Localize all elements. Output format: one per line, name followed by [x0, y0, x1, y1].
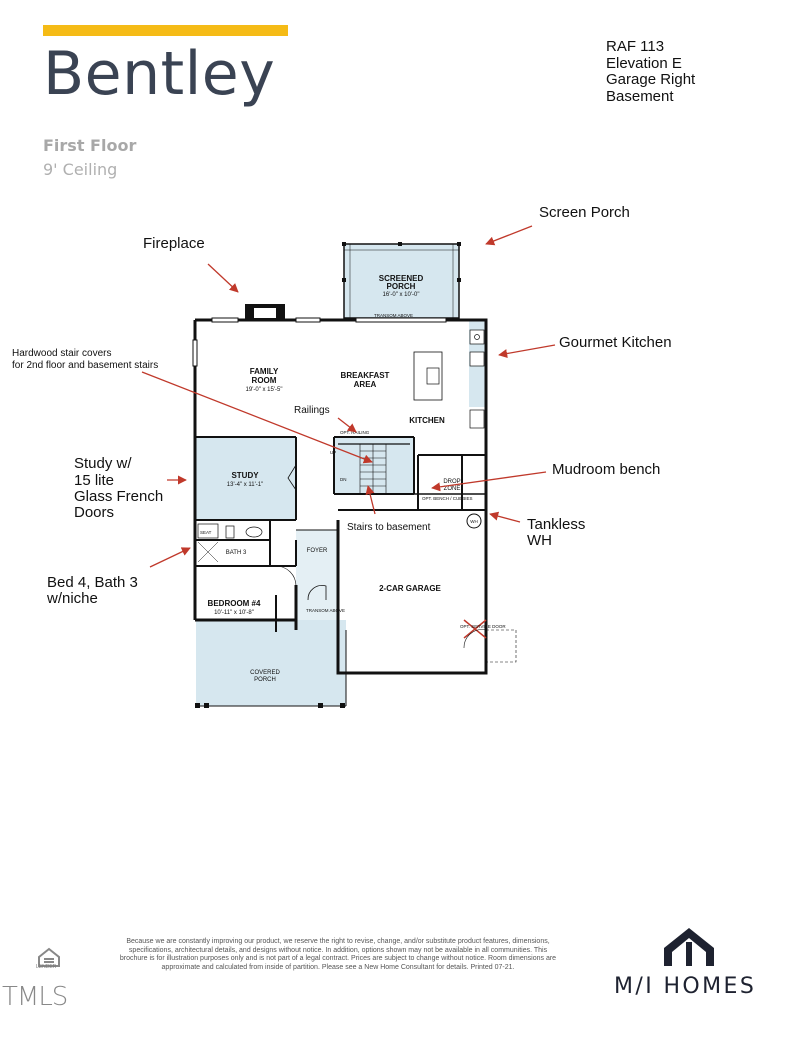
screened-porch-label: PORCH: [387, 282, 416, 291]
callout-tankless: WH: [527, 532, 552, 549]
study-area: [196, 438, 296, 520]
callout-study: Study w/: [74, 455, 132, 472]
bedroom4-dim: 10'-11" x 10'-8": [214, 610, 254, 616]
study-dim: 13'-4" x 11'-1": [227, 482, 263, 488]
callout-gourmet-kitchen: Gourmet Kitchen: [559, 334, 672, 351]
callout-arrows: [141, 225, 556, 568]
callout-study: 15 lite: [74, 472, 114, 489]
legal-disclaimer: Because we are constantly improving our …: [119, 938, 557, 971]
study-label: STUDY: [231, 471, 259, 480]
foyer-area: [296, 530, 338, 620]
family-room-label: ROOM: [252, 376, 277, 385]
family-room-label: FAMILY: [250, 367, 279, 376]
accent-bar: [43, 25, 288, 36]
callout-screen-porch: Screen Porch: [539, 204, 630, 221]
breakfast-area-label: AREA: [354, 380, 377, 389]
screened-porch-label: SCREENED: [379, 274, 424, 283]
breakfast-area-label: BREAKFAST: [341, 371, 390, 380]
seat-label: SEAT: [200, 530, 212, 535]
foyer-label: FOYER: [307, 548, 328, 554]
covered-porch-posts: [195, 630, 347, 708]
family-room-dim: 19'-0" x 15'-5": [246, 387, 283, 393]
model-info-line: Basement: [606, 87, 674, 105]
covered-porch-label: PORCH: [254, 677, 276, 683]
ceiling-label: 9' Ceiling: [43, 160, 118, 179]
callout-tankless: Tankless: [527, 516, 585, 533]
mi-homes-brand: M/I HOMES: [614, 974, 757, 999]
transom-label: TRANSOM ABOVE: [306, 608, 345, 613]
callout-bed4: w/niche: [46, 590, 98, 607]
plan-title: Bentley: [43, 39, 276, 109]
model-info-line: Elevation E: [606, 54, 682, 72]
callout-bed4: Bed 4, Bath 3: [47, 574, 138, 591]
callout-stairs-basement: Stairs to basement: [347, 522, 431, 533]
covered-porch-area: [196, 620, 346, 706]
model-info-line: RAF 113: [606, 38, 665, 55]
callout-stair-covers: Hardwood stair covers: [12, 348, 111, 359]
drop-zone-label: ZONE: [444, 486, 461, 492]
floor-label: First Floor: [43, 136, 137, 155]
mi-homes-logo-icon: [664, 928, 714, 966]
screened-porch-dim: 16'-0" x 10'-0": [383, 292, 420, 298]
callout-fireplace: Fireplace: [143, 235, 205, 252]
callout-railings: Railings: [294, 405, 330, 416]
stair-up-label: UP: [330, 450, 336, 455]
callout-study: Glass French: [74, 488, 163, 505]
garage-label: 2-CAR GARAGE: [379, 584, 441, 593]
model-info-line: Garage Right: [606, 71, 696, 88]
model-info: RAF 113 Elevation E Garage Right Basemen…: [606, 38, 696, 105]
stair-area: [334, 437, 414, 494]
opt-bench-label: OPT. BENCH / CUBBIES: [422, 496, 473, 501]
water-heater: [466, 513, 482, 529]
equal-housing-text: LENDER: [36, 964, 57, 970]
staircase: [338, 443, 410, 494]
service-door-label: OPT. SERVICE DOOR: [460, 624, 506, 629]
covered-porch-label: COVERED: [250, 670, 280, 676]
equal-housing-icon: [38, 947, 60, 967]
transom-label: TRANSOM ABOVE: [374, 313, 413, 318]
bath3-label: BATH 3: [226, 550, 247, 556]
callout-study: Doors: [74, 504, 114, 521]
tmls-logo: TMLS: [2, 982, 68, 1012]
callout-stair-covers: for 2nd floor and basement stairs: [12, 360, 158, 371]
kitchen-label: KITCHEN: [409, 416, 445, 425]
wh-label: WH: [470, 519, 478, 524]
stair-down-label: DN: [340, 477, 347, 482]
drop-zone-label: DROP: [443, 479, 460, 485]
callout-mudroom: Mudroom bench: [552, 461, 660, 478]
bedroom4-label: BEDROOM #4: [208, 599, 261, 608]
